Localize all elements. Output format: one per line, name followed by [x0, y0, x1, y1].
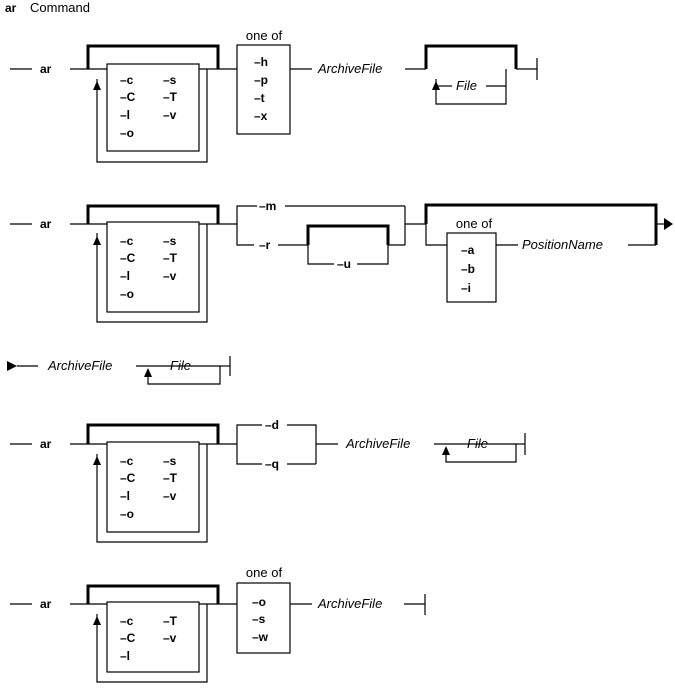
repeat-arrow-icon	[93, 81, 101, 90]
choice-item: –a	[461, 243, 475, 257]
option-item: –C	[120, 631, 136, 645]
option-item: –o	[120, 126, 134, 140]
option-item: –c	[120, 73, 134, 87]
choice-item: –b	[461, 262, 475, 276]
file-repeat-loop	[424, 44, 518, 105]
title-command: ar	[5, 1, 17, 15]
option-item: –T	[163, 614, 178, 628]
file-param: File	[456, 78, 477, 93]
options-repeat-loop	[86, 584, 220, 683]
option-u: –u	[337, 257, 351, 271]
option-d: –d	[265, 418, 279, 432]
option-item: –c	[120, 454, 134, 468]
syntax-row-1: ar –c –C –l –o –s –T –v one of –h –p –t …	[10, 28, 538, 163]
option-item: –T	[163, 471, 178, 485]
syntax-row-4: ar –c –C –l –o –s –T –v –d –q ArchiveFil…	[10, 418, 526, 543]
file-repeat-loop	[442, 444, 517, 463]
choice-item: –x	[254, 109, 268, 123]
syntax-row-2: ar –c –C –l –o –s –T –v	[10, 199, 673, 323]
diagram-title: ar Command	[5, 0, 90, 15]
options-box	[106, 601, 200, 673]
archive-file-param: ArchiveFile	[47, 358, 112, 373]
command-ar: ar	[40, 62, 52, 76]
one-of-label: one of	[246, 565, 283, 580]
option-item: –v	[163, 269, 177, 283]
position-name-param: PositionName	[522, 237, 603, 252]
archive-file-param: ArchiveFile	[345, 436, 410, 451]
option-item: –o	[120, 507, 134, 521]
options-box	[106, 441, 200, 533]
continuation-arrow-icon	[7, 361, 17, 371]
choice-item: –i	[461, 281, 471, 295]
choice-item: –h	[254, 55, 268, 69]
option-item: –C	[120, 251, 136, 265]
m-r-branch	[236, 205, 426, 265]
option-item: –l	[120, 269, 130, 283]
option-item: –o	[120, 287, 134, 301]
option-m: –m	[259, 199, 276, 213]
command-ar: ar	[40, 437, 52, 451]
command-ar: ar	[40, 597, 52, 611]
options-box	[106, 63, 200, 152]
archive-file-param: ArchiveFile	[317, 61, 382, 76]
repeat-arrow-icon	[144, 368, 152, 377]
choice-box	[236, 44, 291, 135]
file-param: File	[170, 358, 191, 373]
continue-arrow-icon	[664, 218, 673, 230]
options-repeat-loop	[86, 44, 220, 163]
option-item: –v	[163, 631, 177, 645]
repeat-arrow-icon	[93, 616, 101, 625]
options-repeat-loop	[86, 423, 220, 543]
choice-box	[236, 582, 291, 654]
syntax-row-5: ar –c –C –l –T –v one of –o –s –w Archiv…	[10, 565, 426, 683]
option-item: –T	[163, 90, 178, 104]
option-item: –C	[120, 471, 136, 485]
option-item: –l	[120, 649, 130, 663]
choice-item: –o	[252, 595, 266, 609]
command-ar: ar	[40, 217, 52, 231]
option-item: –c	[120, 614, 134, 628]
one-of-label: one of	[456, 216, 493, 231]
choice-item: –t	[254, 91, 265, 105]
choice-box	[446, 232, 497, 303]
title-label: Command	[30, 0, 90, 15]
syntax-row-3: ArchiveFile File	[7, 356, 231, 385]
option-r: –r	[259, 238, 271, 252]
one-of-label: one of	[246, 28, 283, 43]
repeat-arrow-icon	[442, 446, 450, 455]
d-q-branch	[236, 424, 338, 465]
option-item: –C	[120, 90, 136, 104]
options-box	[106, 221, 200, 313]
option-item: –T	[163, 251, 178, 265]
choice-item: –s	[252, 612, 266, 626]
repeat-arrow-icon	[93, 236, 101, 245]
choice-item: –w	[252, 630, 269, 644]
file-param: File	[467, 436, 488, 451]
option-item: –s	[163, 454, 177, 468]
option-item: –s	[163, 73, 177, 87]
option-item: –s	[163, 234, 177, 248]
option-q: –q	[265, 457, 279, 471]
option-item: –v	[163, 108, 177, 122]
archive-file-param: ArchiveFile	[317, 596, 382, 611]
option-item: –c	[120, 234, 134, 248]
option-item: –l	[120, 489, 130, 503]
options-repeat-loop	[86, 204, 220, 323]
option-item: –v	[163, 489, 177, 503]
choice-item: –p	[254, 73, 268, 87]
repeat-arrow-icon	[93, 456, 101, 465]
file-repeat-loop	[144, 366, 221, 385]
option-item: –l	[120, 108, 130, 122]
